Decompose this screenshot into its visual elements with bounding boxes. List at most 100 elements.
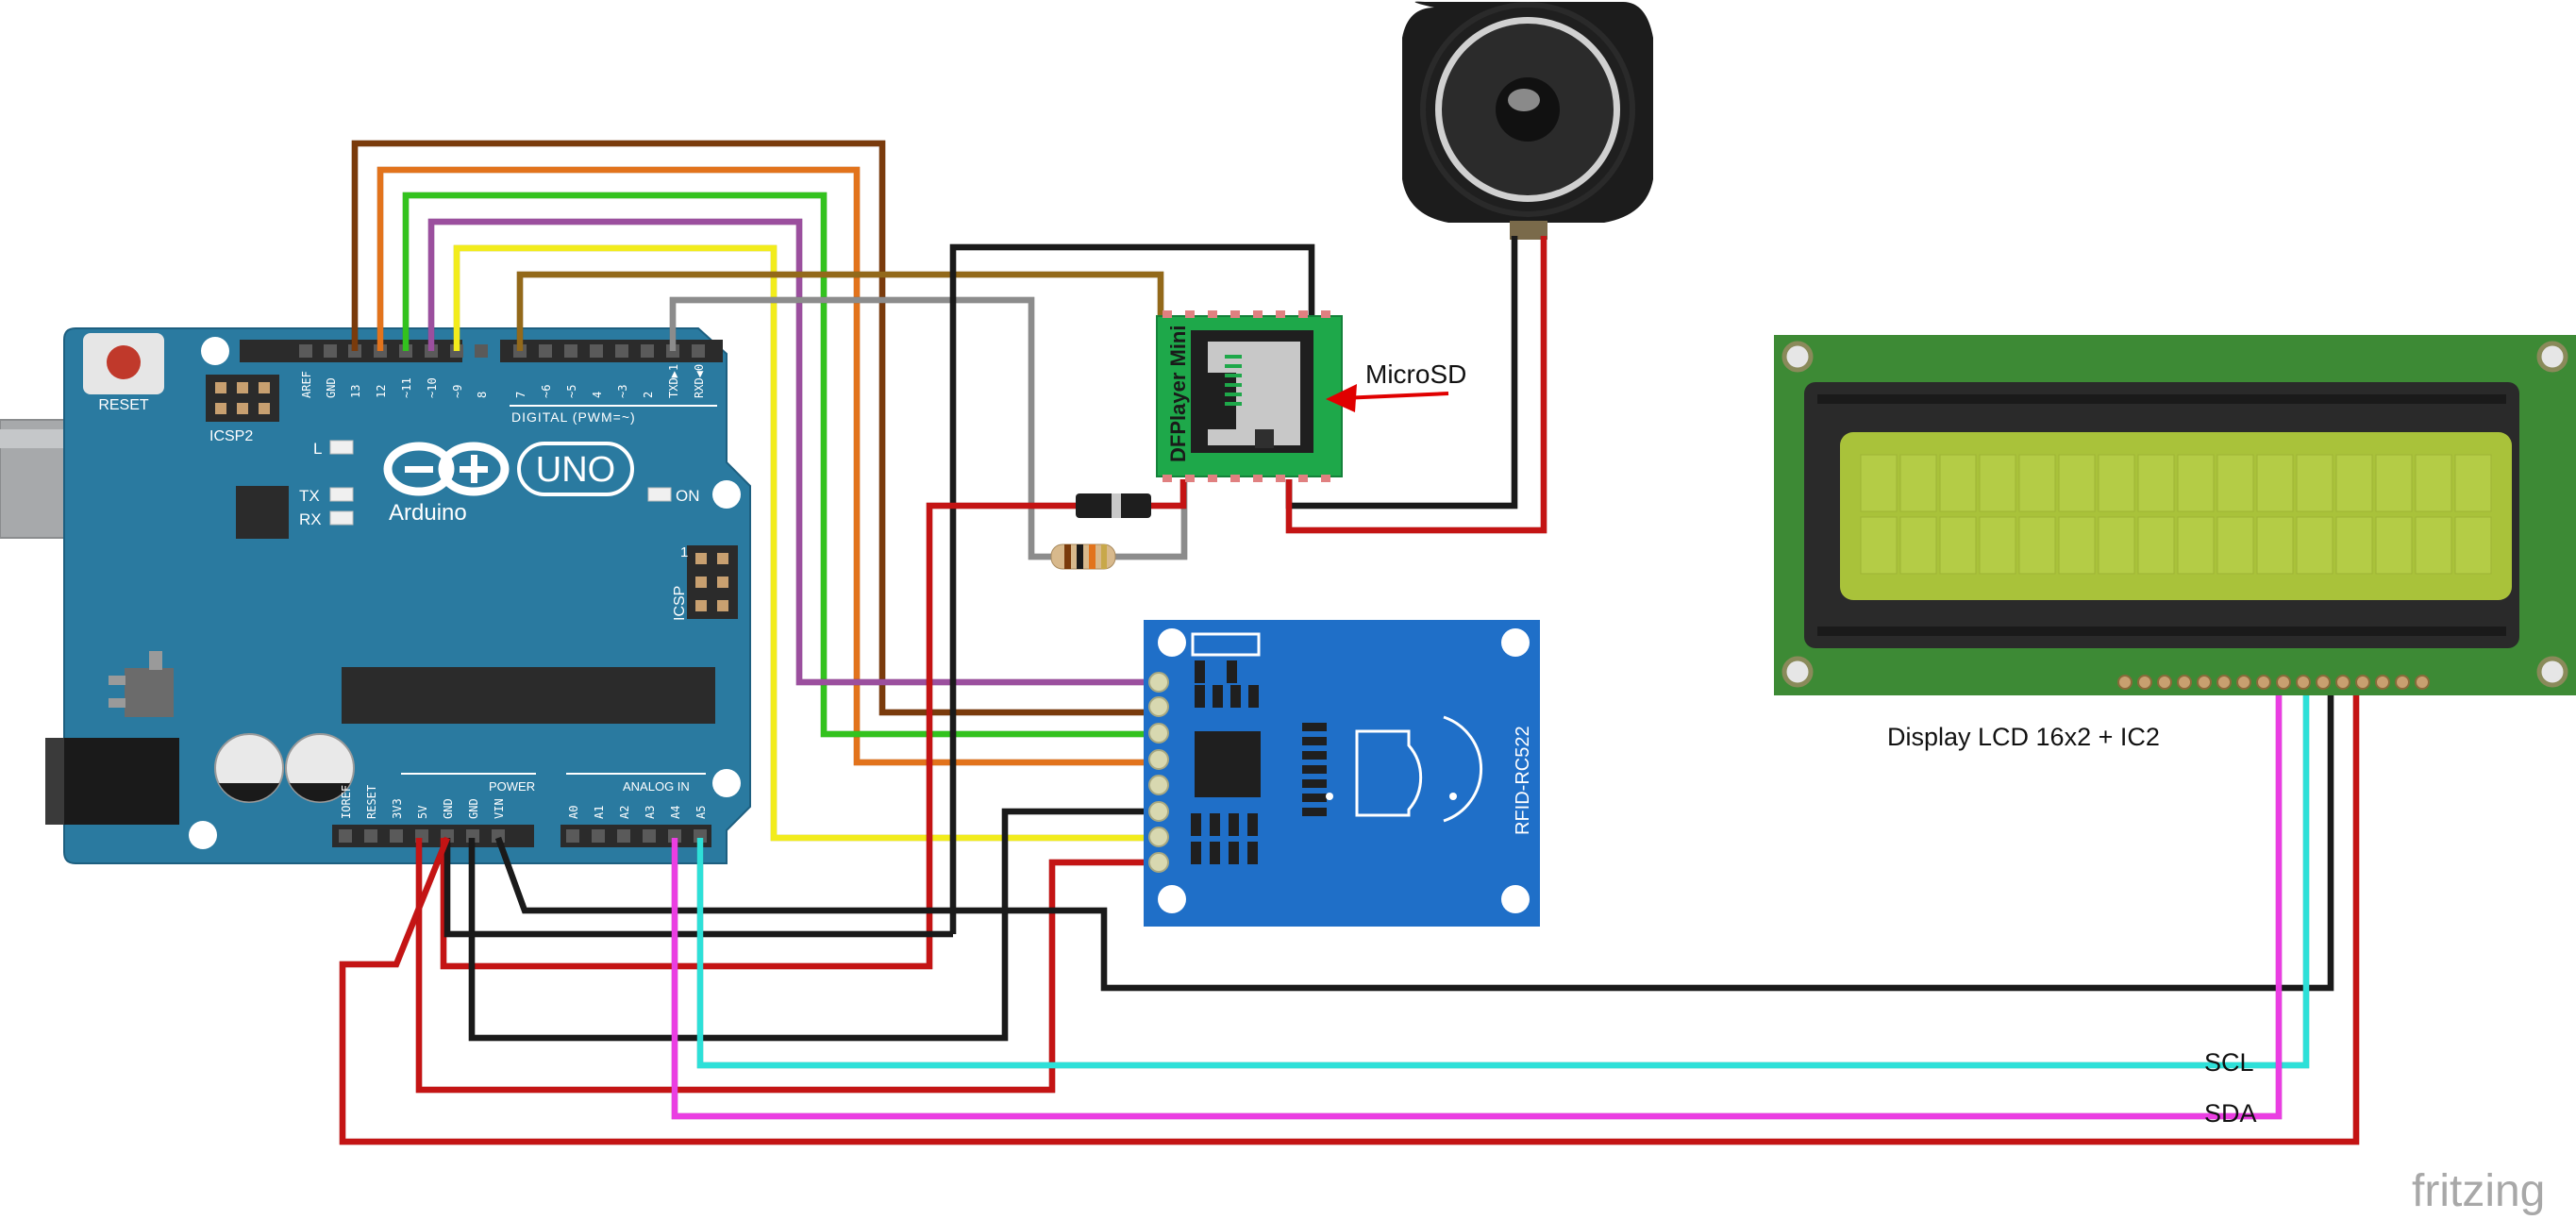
wire[interactable] — [468, 808, 1159, 1042]
wire[interactable] — [415, 838, 1159, 1094]
lcd-pin[interactable] — [2177, 675, 2192, 690]
pin-socket[interactable] — [299, 344, 312, 358]
wire[interactable] — [376, 166, 1159, 766]
rfid-pin[interactable] — [1148, 672, 1169, 693]
lcd-character-cell — [2335, 454, 2373, 512]
rfid-pin[interactable] — [1148, 827, 1169, 847]
dfplayer-pin[interactable] — [1276, 475, 1285, 482]
dfplayer-pin[interactable] — [1321, 310, 1330, 318]
dfplayer-pin[interactable] — [1230, 475, 1240, 482]
wire[interactable] — [1285, 236, 1547, 534]
pin-socket[interactable] — [694, 829, 707, 843]
lcd-bezel-rail — [1817, 627, 2506, 636]
dfplayer-pin[interactable] — [1185, 475, 1195, 482]
lcd-pin[interactable] — [2276, 675, 2291, 690]
pin-socket[interactable] — [539, 344, 552, 358]
dfplayer-pin[interactable] — [1321, 475, 1330, 482]
wire[interactable] — [402, 192, 1159, 738]
lcd-pin[interactable] — [2236, 675, 2251, 690]
pin-socket[interactable] — [364, 829, 377, 843]
pin-socket[interactable] — [590, 344, 603, 358]
wire[interactable] — [443, 838, 953, 938]
dfplayer-pin[interactable] — [1253, 310, 1263, 318]
dfplayer-pin[interactable] — [1163, 475, 1172, 482]
smd-component — [1195, 660, 1205, 683]
dfplayer-pin[interactable] — [1253, 475, 1263, 482]
lcd-pin[interactable] — [2157, 675, 2172, 690]
lcd-character-cell — [1860, 454, 1898, 512]
wire[interactable] — [671, 676, 2283, 1120]
rfid-pin[interactable] — [1148, 801, 1169, 822]
wire[interactable] — [516, 271, 1164, 351]
dfplayer-label: DFPlayer Mini — [1166, 326, 1190, 462]
lcd-character-cell — [2296, 516, 2333, 575]
pin-socket[interactable] — [564, 344, 577, 358]
pin-socket[interactable] — [615, 344, 628, 358]
smd-component — [1302, 751, 1327, 760]
lcd-pin[interactable] — [2375, 675, 2390, 690]
lcd-pin[interactable] — [2355, 675, 2370, 690]
rfid-label: RFID-RC522 — [1513, 726, 1533, 835]
speaker-highlight — [1508, 89, 1540, 111]
dfplayer-pin[interactable] — [1298, 310, 1308, 318]
rfid-pin[interactable] — [1148, 696, 1169, 717]
pin-socket[interactable] — [324, 344, 337, 358]
dfplayer-pin[interactable] — [1163, 310, 1172, 318]
lcd-pin[interactable] — [2137, 675, 2152, 690]
lcd-character-cell — [2137, 454, 2175, 512]
pin-socket[interactable] — [643, 829, 656, 843]
lcd-pin[interactable] — [2335, 675, 2350, 690]
lcd-pin[interactable] — [2197, 675, 2212, 690]
wire[interactable] — [696, 676, 2310, 1069]
pin-socket[interactable] — [339, 829, 352, 843]
wires — [339, 140, 2360, 1145]
pin-socket[interactable] — [592, 829, 605, 843]
pin-socket[interactable] — [475, 344, 488, 358]
wire[interactable] — [351, 140, 1159, 716]
smd-component — [1210, 813, 1220, 836]
pin-socket[interactable] — [617, 829, 630, 843]
smd-component — [1302, 794, 1327, 802]
pin-socket[interactable] — [668, 829, 681, 843]
wire[interactable] — [494, 676, 2334, 992]
rfid-pin[interactable] — [1148, 723, 1169, 744]
wire[interactable] — [949, 243, 1315, 934]
smd-component — [1210, 842, 1220, 864]
pin-socket[interactable] — [390, 829, 403, 843]
mounting-hole — [2536, 656, 2568, 688]
smd-component — [1302, 765, 1327, 774]
dfplayer-pin[interactable] — [1230, 310, 1240, 318]
wire[interactable] — [1151, 479, 1187, 510]
rfid-pin[interactable] — [1148, 775, 1169, 795]
wire[interactable] — [453, 244, 1159, 842]
rfid-pin[interactable] — [1148, 852, 1169, 873]
resistor-band — [1101, 544, 1107, 569]
reset-button-cap[interactable] — [107, 345, 141, 379]
dfplayer-pin[interactable] — [1208, 310, 1217, 318]
wire[interactable] — [427, 218, 1159, 686]
pin-label: ~11 — [400, 377, 413, 398]
dfplayer-pin[interactable] — [1208, 475, 1217, 482]
wire[interactable] — [440, 502, 1076, 970]
lcd-character-cell — [2177, 454, 2215, 512]
lcd-pin[interactable] — [2256, 675, 2271, 690]
lcd-pin[interactable] — [2117, 675, 2133, 690]
lcd-pin[interactable] — [2296, 675, 2311, 690]
lcd-pin[interactable] — [2316, 675, 2331, 690]
dfplayer-pin[interactable] — [1185, 310, 1195, 318]
pin-socket[interactable] — [641, 344, 654, 358]
dfplayer-pin[interactable] — [1298, 475, 1308, 482]
pin-socket[interactable] — [566, 829, 579, 843]
wire[interactable] — [339, 676, 2360, 1145]
lcd-character-cell — [2216, 516, 2254, 575]
dfplayer-pin[interactable] — [1276, 310, 1285, 318]
lcd-pin[interactable] — [2216, 675, 2232, 690]
pin-socket[interactable] — [692, 344, 705, 358]
wire[interactable] — [669, 296, 1051, 560]
lcd-pin[interactable] — [2415, 675, 2430, 690]
lcd-character-cell — [2018, 454, 2056, 512]
rfid-pin[interactable] — [1148, 749, 1169, 770]
mounting-hole — [189, 821, 217, 849]
lcd-pin[interactable] — [2395, 675, 2410, 690]
lcd-character-cell — [2375, 516, 2413, 575]
